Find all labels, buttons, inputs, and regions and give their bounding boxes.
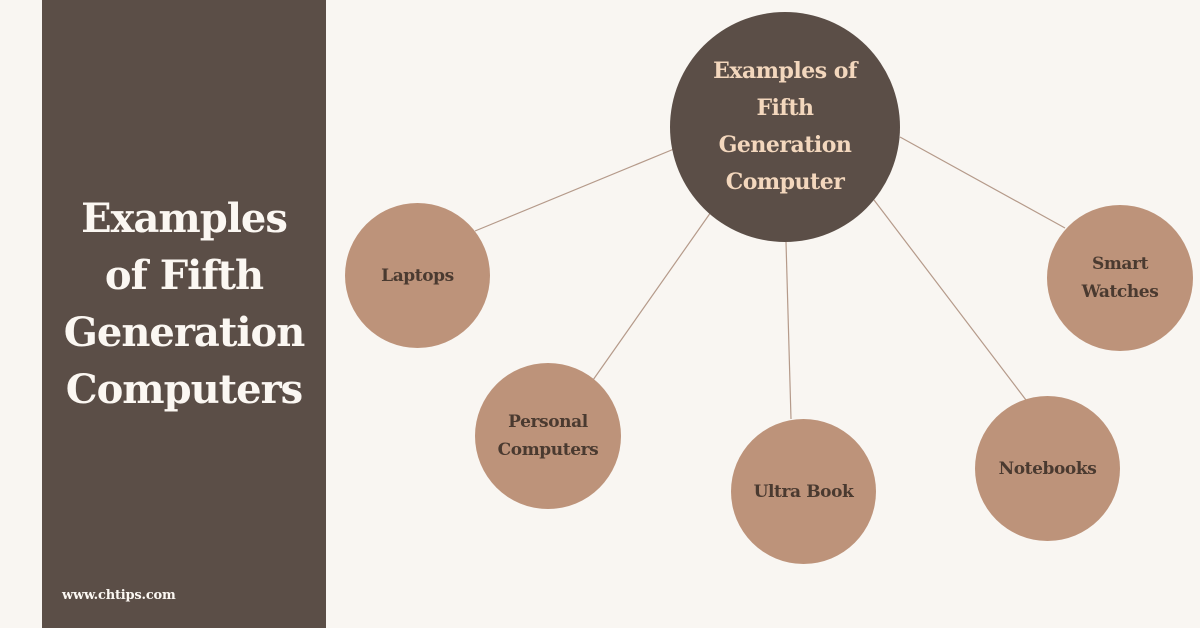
node-label-line: Watches: [1081, 282, 1159, 302]
node-laptops: Laptops: [345, 203, 490, 348]
node-label-line: Notebooks: [998, 458, 1097, 479]
center-node: Examples of Fifth Generation Computer: [670, 12, 900, 242]
node-label-line: Laptops: [381, 265, 454, 286]
node-label: Laptops: [381, 262, 454, 290]
center-node-label: Examples of Fifth Generation Computer: [713, 53, 857, 201]
connector-laptops: [474, 148, 675, 232]
center-label-line: Generation: [718, 132, 852, 158]
side-title-line: Generation: [63, 309, 306, 356]
node-label-line: Smart: [1091, 254, 1149, 274]
node-label: Smart Watches: [1082, 250, 1159, 306]
connector-ultra-book: [785, 241, 792, 420]
node-notebooks: Notebooks: [975, 396, 1120, 541]
node-personal-computers: Personal Computers: [475, 363, 621, 509]
center-label-line: Fifth: [756, 95, 814, 121]
node-label: Personal Computers: [498, 408, 599, 464]
side-panel: Examples of Fifth Generation Computers w…: [42, 0, 326, 628]
center-label-line: Examples of: [713, 58, 857, 84]
side-title-line: Computers: [65, 366, 303, 413]
connector-personal-computers: [592, 211, 712, 381]
node-label-line: Computers: [497, 440, 599, 460]
center-label-line: Computer: [725, 169, 845, 195]
node-ultra-book: Ultra Book: [731, 419, 876, 564]
connector-smart-watches: [899, 136, 1066, 229]
node-smart-watches: Smart Watches: [1047, 205, 1193, 351]
connector-notebooks: [873, 199, 1027, 401]
node-label: Notebooks: [999, 455, 1097, 483]
website-url: www.chtips.com: [62, 588, 176, 603]
side-title: Examples of Fifth Generation Computers: [42, 190, 326, 418]
node-label: Ultra Book: [754, 478, 854, 506]
node-label-line: Personal: [508, 412, 588, 432]
side-title-line: Examples: [81, 195, 288, 242]
side-title-line: of Fifth: [104, 252, 264, 299]
node-label-line: Ultra Book: [753, 481, 854, 502]
